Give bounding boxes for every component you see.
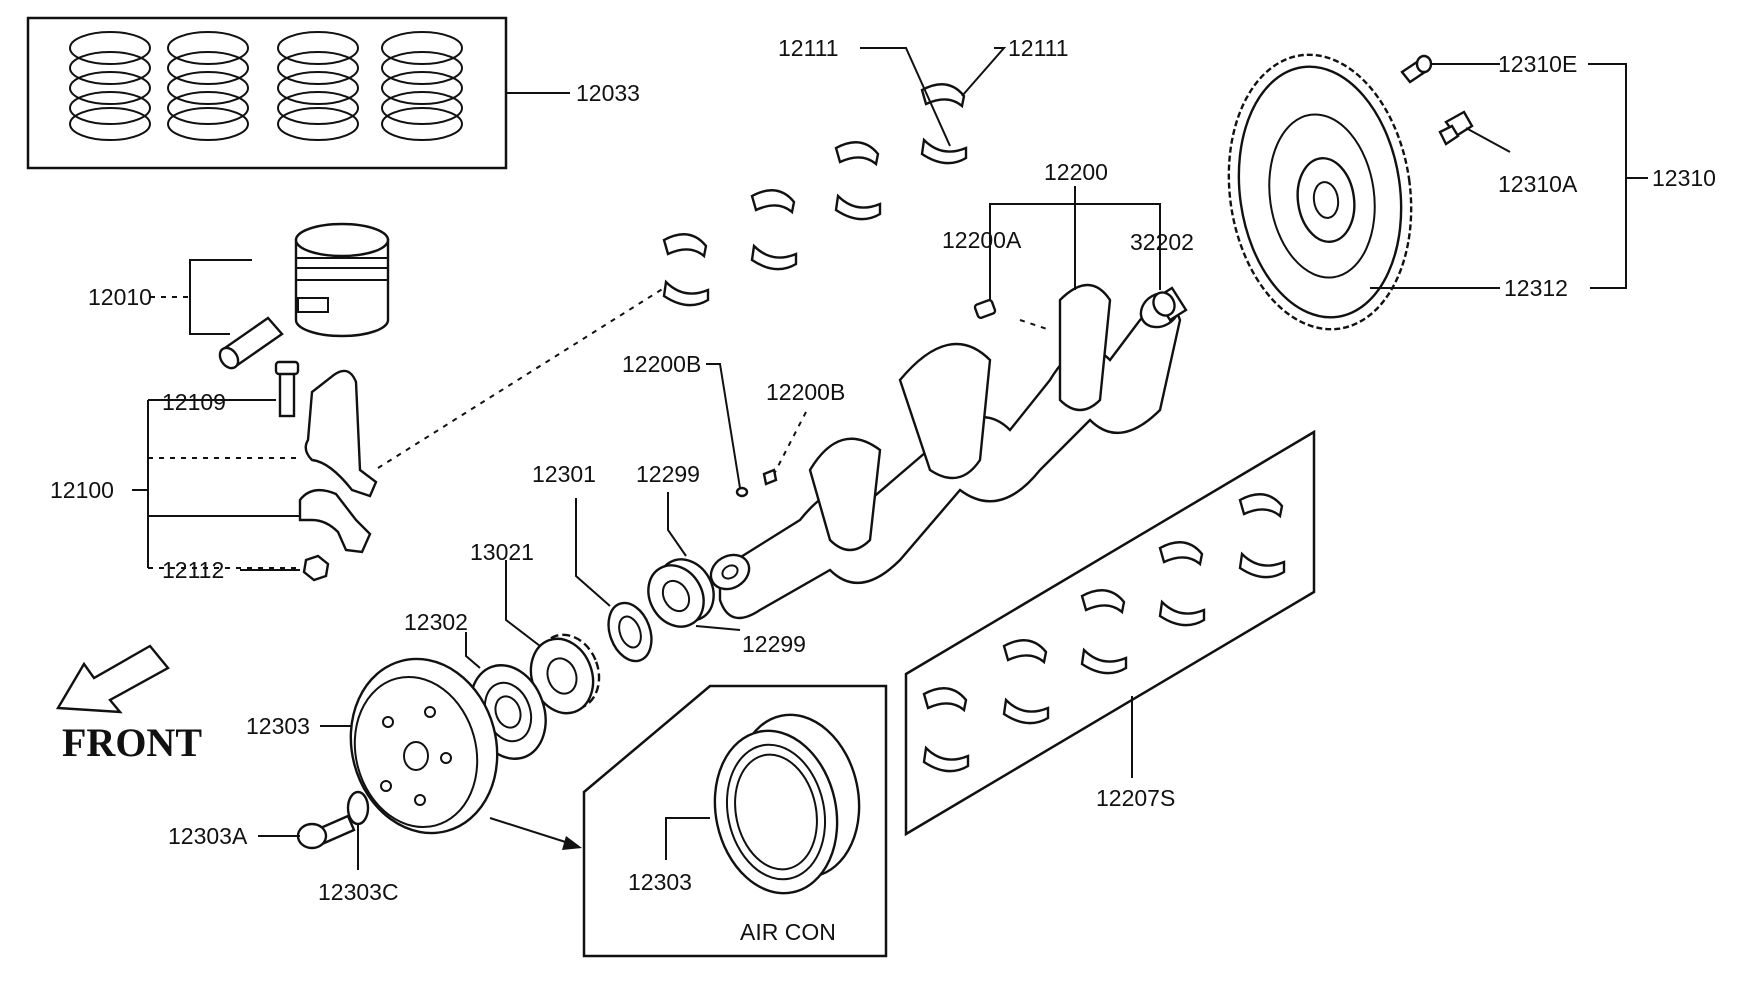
aircon-pointer-arrow <box>489 817 579 847</box>
label-washer: 12301 <box>532 461 596 487</box>
label-piston: 12010 <box>88 284 152 310</box>
aircon-arrowhead-icon <box>562 836 582 850</box>
label-timing-sprocket: 13021 <box>470 539 534 565</box>
label-aircon-pulley: 12303 <box>628 869 692 895</box>
label-ring-gear: 12312 <box>1504 275 1568 301</box>
label-crankshaft: 12200 <box>1044 159 1108 185</box>
label-flywheel-pin: 12310E <box>1498 51 1577 77</box>
label-pulley-spacer: 12302 <box>404 609 468 635</box>
label-main-bearing-set: 12207S <box>1096 785 1175 811</box>
label-crank-bushing: 32202 <box>1130 229 1194 255</box>
aircon-label: AIR CON <box>740 919 836 945</box>
flywheel-bolt <box>1438 110 1474 146</box>
label-crank-key-right: 12200B <box>766 379 845 405</box>
oil-seal <box>647 558 715 628</box>
piston-pin <box>218 316 284 370</box>
connecting-rod <box>304 369 378 498</box>
flywheel-pin <box>1400 54 1433 84</box>
label-crank-pulley: 12303 <box>246 713 310 739</box>
rod-bearings-group: 12111 12111 <box>662 35 1069 307</box>
piston-group: 12010 <box>88 222 390 370</box>
rod-cap <box>298 488 372 554</box>
label-crank-key-left: 12200B <box>622 351 701 377</box>
front-indicator: FRONT <box>55 644 202 765</box>
label-rod-bearing-right: 12111 <box>1008 35 1069 61</box>
label-rod-bearing-left: 12111 <box>778 35 839 61</box>
aircon-inset: 12303 AIR CON <box>489 684 888 958</box>
label-rod-bolt: 12109 <box>162 389 226 415</box>
rod-bolt <box>274 360 300 418</box>
crank-pulley-group: 12303 12303A 12303C <box>168 657 499 905</box>
label-flywheel-bolt: 12310A <box>1498 171 1578 197</box>
label-flywheel-assy: 12310 <box>1652 165 1716 191</box>
rod-nut <box>302 554 330 582</box>
main-bearing-set: 12207S <box>904 429 1316 837</box>
crank-keys-group: 12200B 12200B <box>622 351 845 498</box>
pulley-bolt <box>296 814 356 850</box>
main-bearing-box <box>904 429 1316 837</box>
label-pulley-washer: 12303C <box>318 879 399 905</box>
label-pulley-bolt: 12303A <box>168 823 248 849</box>
crank-pin-a <box>973 298 997 320</box>
timing-sprocket <box>529 633 601 715</box>
aircon-box <box>582 684 888 958</box>
piston-rings-group: 12033 <box>26 16 640 170</box>
front-arrow-icon <box>55 644 170 714</box>
label-conrod-assy: 12100 <box>50 477 114 503</box>
front-label: FRONT <box>62 720 202 765</box>
piston-ring-set-4 <box>381 31 463 141</box>
label-seal-lower: 12299 <box>742 631 806 657</box>
label-crank-pin-a: 12200A <box>942 227 1022 253</box>
crankshaft-group: 12200 12200A 32202 <box>709 159 1194 620</box>
piston-ring-set-2 <box>167 31 249 141</box>
aircon-pulley <box>713 729 839 895</box>
pulley-washer <box>346 790 370 826</box>
label-rod-nut: 12112 <box>162 557 224 583</box>
label-piston-rings: 12033 <box>576 80 640 106</box>
label-seal-upper: 12299 <box>636 461 700 487</box>
crank-washer <box>607 601 653 663</box>
flywheel-group: 12310E 12310A 12310 12312 <box>1227 51 1716 331</box>
connecting-rod-group: 12109 12100 12112 <box>50 287 665 583</box>
piston-ring-set-1 <box>69 31 151 141</box>
piston-ring-set-3 <box>277 31 359 141</box>
crank-bushing <box>1152 286 1188 322</box>
